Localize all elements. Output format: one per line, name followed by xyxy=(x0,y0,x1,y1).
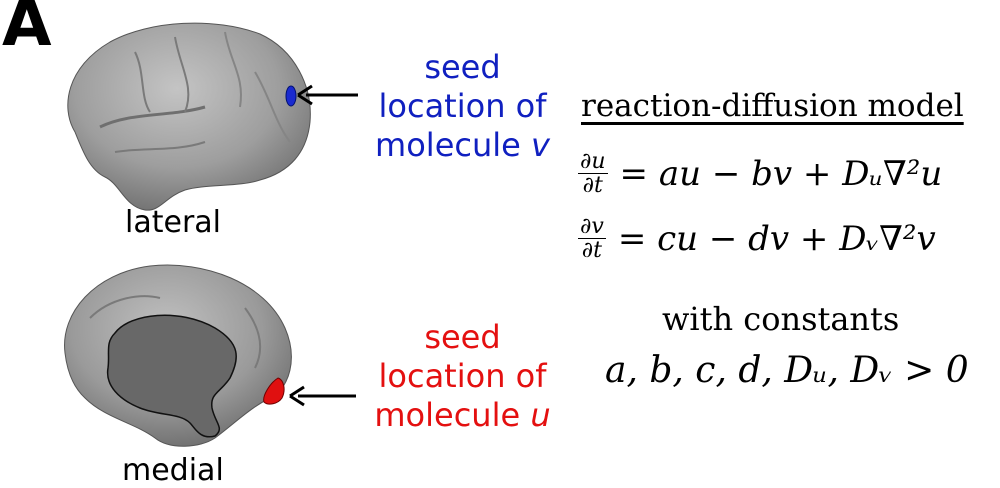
medial-seed-label: seed location of molecule u xyxy=(370,318,555,435)
seed-line-1: seed xyxy=(424,318,501,356)
constants-list: a, b, c, d, Dᵤ, Dᵥ > 0 xyxy=(605,350,969,391)
medial-wall-outline xyxy=(106,314,237,438)
red-seed-region xyxy=(263,377,285,405)
derivative-v: ∂v∂t xyxy=(578,214,606,264)
seed-line-3: molecule u xyxy=(374,396,551,434)
model-title: reaction-diffusion model xyxy=(581,88,964,124)
seed-line-2: location of xyxy=(378,87,547,125)
constants-label: with constants xyxy=(662,300,900,338)
lateral-seed-arrow xyxy=(297,84,358,106)
panel-label: A xyxy=(2,0,52,61)
medial-label: medial xyxy=(122,453,224,488)
derivative-u: ∂u∂t xyxy=(578,149,608,199)
lateral-label: lateral xyxy=(125,205,221,240)
seed-line-3: molecule v xyxy=(375,126,550,164)
seed-line-2: location of xyxy=(378,357,547,395)
equation-u-rhs: = au − bv + Dᵤ∇²u xyxy=(619,153,943,194)
equation-v: ∂v∂t = cu − dv + Dᵥ∇²v xyxy=(578,215,936,262)
equation-u: ∂u∂t = au − bv + Dᵤ∇²u xyxy=(578,150,942,197)
equation-v-rhs: = cu − dv + Dᵥ∇²v xyxy=(617,218,936,259)
seed-line-1: seed xyxy=(424,48,501,86)
medial-brain-image xyxy=(64,264,292,447)
lateral-brain-image xyxy=(67,22,311,211)
blue-seed-region xyxy=(285,85,297,107)
lateral-seed-label: seed location of molecule v xyxy=(370,48,555,165)
medial-seed-arrow xyxy=(289,385,356,407)
